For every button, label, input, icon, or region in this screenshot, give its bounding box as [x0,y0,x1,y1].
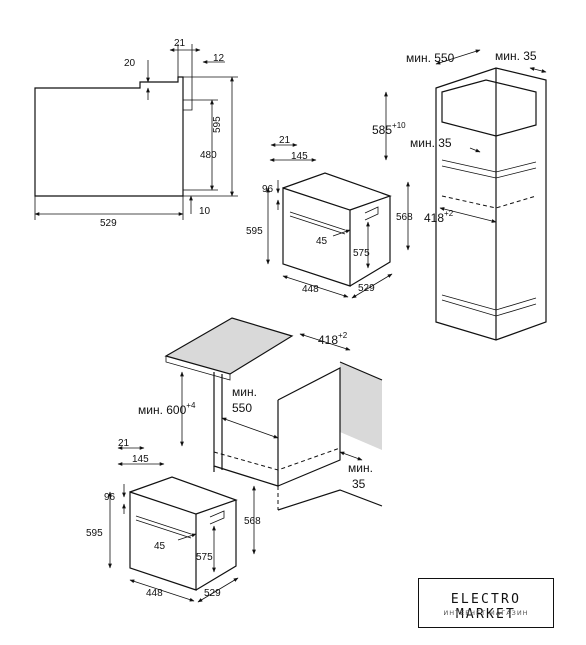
side-dim-20: 20 [124,58,136,69]
top-dim-448: 448 [302,284,319,295]
side-dim-595: 595 [212,116,223,133]
bot-dim-145: 145 [132,454,149,465]
column-cabinet: мин. 550 мин. 35 585+10 мин. 35 418+2 [372,49,547,341]
top-dim-595: 595 [246,226,263,237]
uc-min35-b: 35 [352,477,366,491]
bot-dim-21: 21 [118,438,130,449]
col-dim585: 585+10 [372,121,406,137]
logo-tagline: ИНТЕРНЕТ МАГАЗИН [443,609,529,617]
side-dim-480: 480 [200,150,217,161]
side-dim-12: 12 [213,53,225,64]
logo-brand: ELECTRO MARKET [450,592,522,622]
oven-bottom: 21 145 96 595 568 45 575 448 529 [86,438,261,603]
bot-dim-45: 45 [154,541,166,552]
bot-dim-568: 568 [244,516,261,527]
top-dim-145: 145 [291,151,308,162]
side-dim-10: 10 [199,206,211,217]
bot-dim-575: 575 [196,552,213,563]
bot-dim-529: 529 [204,588,221,599]
top-dim-529: 529 [358,283,375,294]
col-min35-top: мин. 35 [495,49,537,63]
col-dim418: 418+2 [424,209,454,225]
electro-market-logo: ELECTRO MARKET ИНТЕРНЕТ МАГАЗИН [418,578,554,628]
uc-dim418: 418+2 [318,331,348,347]
uc-min550-b: 550 [232,401,252,415]
oven-top: 21 145 96 595 568 45 575 448 529 [246,135,413,299]
uc-min550-a: мин. [232,385,257,399]
bot-dim-595: 595 [86,528,103,539]
top-dim-45: 45 [316,236,328,247]
col-min550: мин. 550 [406,51,455,65]
undercounter-cabinet: 418+2 мин. 600+4 мин. 550 мин. 35 [138,317,383,511]
side-dim-21: 21 [174,38,186,49]
side-dim-529: 529 [100,218,117,229]
uc-min600: мин. 600+4 [138,401,196,417]
side-view: 21 12 20 595 480 10 529 [34,38,238,229]
top-dim-568: 568 [396,212,413,223]
uc-min35-a: мин. [348,461,373,475]
bot-dim-448: 448 [146,588,163,599]
col-min35-mid: мин. 35 [410,136,452,150]
top-dim-575: 575 [353,248,370,259]
top-dim-21: 21 [279,135,291,146]
